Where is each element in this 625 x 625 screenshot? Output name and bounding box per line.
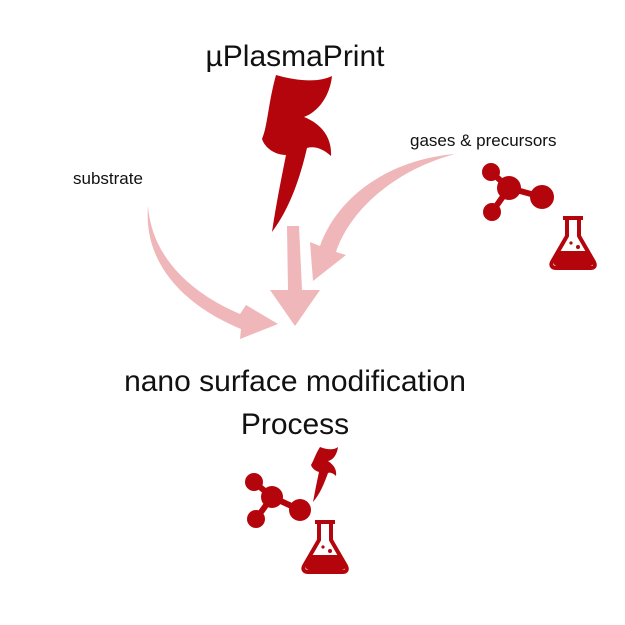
process-title-line1: nano surface modification [124, 365, 466, 398]
flask-icon [301, 520, 349, 574]
molecule-icon [245, 473, 311, 528]
process-title-line2: Process [240, 408, 350, 441]
lightning-bolt-icon [311, 447, 338, 502]
lightning-bolt-icon [262, 75, 332, 232]
gases-arrow [310, 154, 455, 281]
molecule-icon [482, 163, 554, 221]
substrate-arrow [147, 206, 278, 339]
flask-icon [549, 216, 597, 270]
plasma-arrow [270, 226, 320, 326]
diagram-title: µPlasmaPrint [205, 40, 385, 73]
arrows [147, 154, 455, 339]
substrate-label: substrate [73, 169, 143, 188]
gases-precursors-label: gases & precursors [410, 131, 557, 150]
